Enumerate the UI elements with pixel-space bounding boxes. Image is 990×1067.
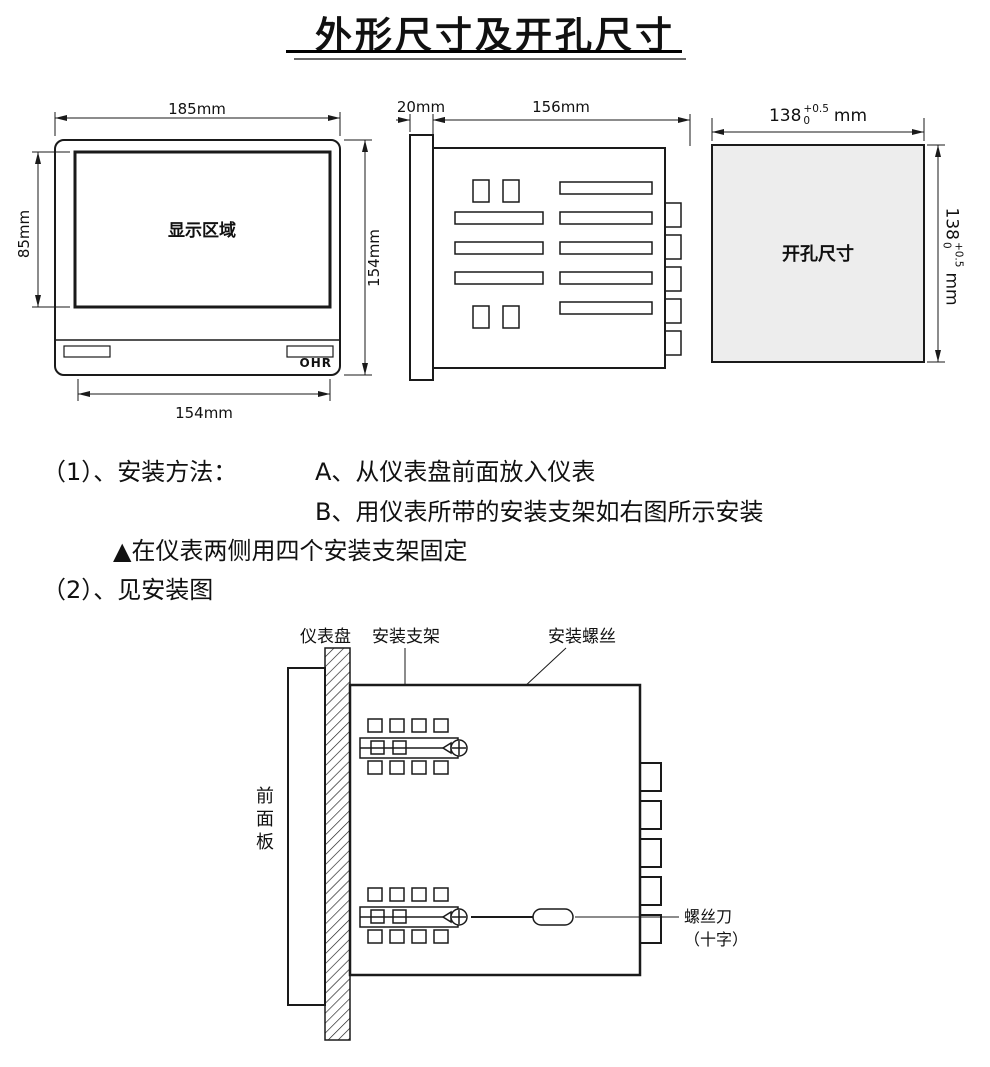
label-screwdriver-line2: （十字） xyxy=(684,930,748,949)
dim-body-depth-label: 156mm xyxy=(532,98,590,116)
instruction-step-a: A、从仪表盘前面放入仪表 xyxy=(315,458,596,486)
tolerance-lower: 0 xyxy=(803,114,811,127)
display-area-rect xyxy=(73,150,332,309)
cutout-view xyxy=(711,144,925,363)
side-view-dimensions xyxy=(396,114,691,146)
mounting-screw-bottom xyxy=(441,908,468,926)
cutout-dimensions xyxy=(711,118,945,363)
brand-logo: OHR xyxy=(300,356,332,370)
instruction-note: ▲在仪表两侧用四个安装支架固定 xyxy=(113,537,468,565)
mounting-bracket-bottom xyxy=(359,887,468,944)
instruction-step-b: B、用仪表所带的安装支架如右图所示安装 xyxy=(315,498,764,526)
latch-right xyxy=(286,345,334,358)
title-underline-shadow xyxy=(294,58,686,60)
label-front-panel: 前面板 xyxy=(253,786,274,855)
label-mounting-screw: 安装螺丝 xyxy=(548,627,616,647)
instruction-item1: （1）、安装方法： xyxy=(42,458,238,486)
vent-slots xyxy=(454,179,653,329)
cutout-square xyxy=(711,144,925,363)
front-panel-plate xyxy=(287,667,326,1006)
dim-unit: mm xyxy=(833,105,868,126)
cutout-label: 开孔尺寸 xyxy=(782,243,854,265)
installation-diagram: 螺丝刀 （十字） xyxy=(287,647,748,1041)
dim-bezel-depth-label: 20mm xyxy=(397,98,445,116)
page-title: 外形尺寸及开孔尺寸 xyxy=(315,14,675,57)
screwdriver-handle xyxy=(532,908,574,926)
latch-left xyxy=(63,345,111,358)
mounting-bracket-top xyxy=(359,718,468,775)
instrument-body xyxy=(348,683,642,977)
title-underline xyxy=(286,50,682,53)
dim-front-bottom-width-label: 154mm xyxy=(175,404,233,422)
dim-front-height-label: 154mm xyxy=(365,229,383,287)
front-bezel-outline xyxy=(54,139,341,376)
terminal-blocks xyxy=(664,202,682,356)
side-bezel xyxy=(409,134,434,381)
dim-base: 138 xyxy=(768,105,802,126)
screwdriver xyxy=(471,908,679,926)
rear-terminals xyxy=(639,762,662,944)
label-instrument-panel: 仪表盘 xyxy=(300,627,351,647)
tolerance-upper: +0.5 xyxy=(952,241,965,268)
tolerance-upper: +0.5 xyxy=(803,103,829,115)
label-mounting-bracket: 安装支架 xyxy=(372,627,440,647)
mounting-screw-top xyxy=(441,739,468,757)
dim-display-height-label: 85mm xyxy=(15,210,33,258)
side-body xyxy=(432,147,666,369)
display-area-label: 显示区域 xyxy=(168,220,236,241)
dimension-drawings: 185mm 85mm 154mm 154mm 20mm 156mm 显示区域 O… xyxy=(15,98,945,422)
front-view-dimensions xyxy=(32,112,372,401)
side-view xyxy=(409,134,682,381)
instruction-item2: （2）、见安装图 xyxy=(42,576,214,604)
dim-front-width-label: 185mm xyxy=(168,100,226,118)
dim-unit: mm xyxy=(942,272,962,306)
label-screwdriver-line1: 螺丝刀 xyxy=(684,907,732,926)
dim-base: 138 xyxy=(942,207,962,240)
front-view xyxy=(54,139,341,376)
tolerance-lower: 0 xyxy=(941,241,953,249)
panel-wall-hatched xyxy=(324,647,351,1041)
